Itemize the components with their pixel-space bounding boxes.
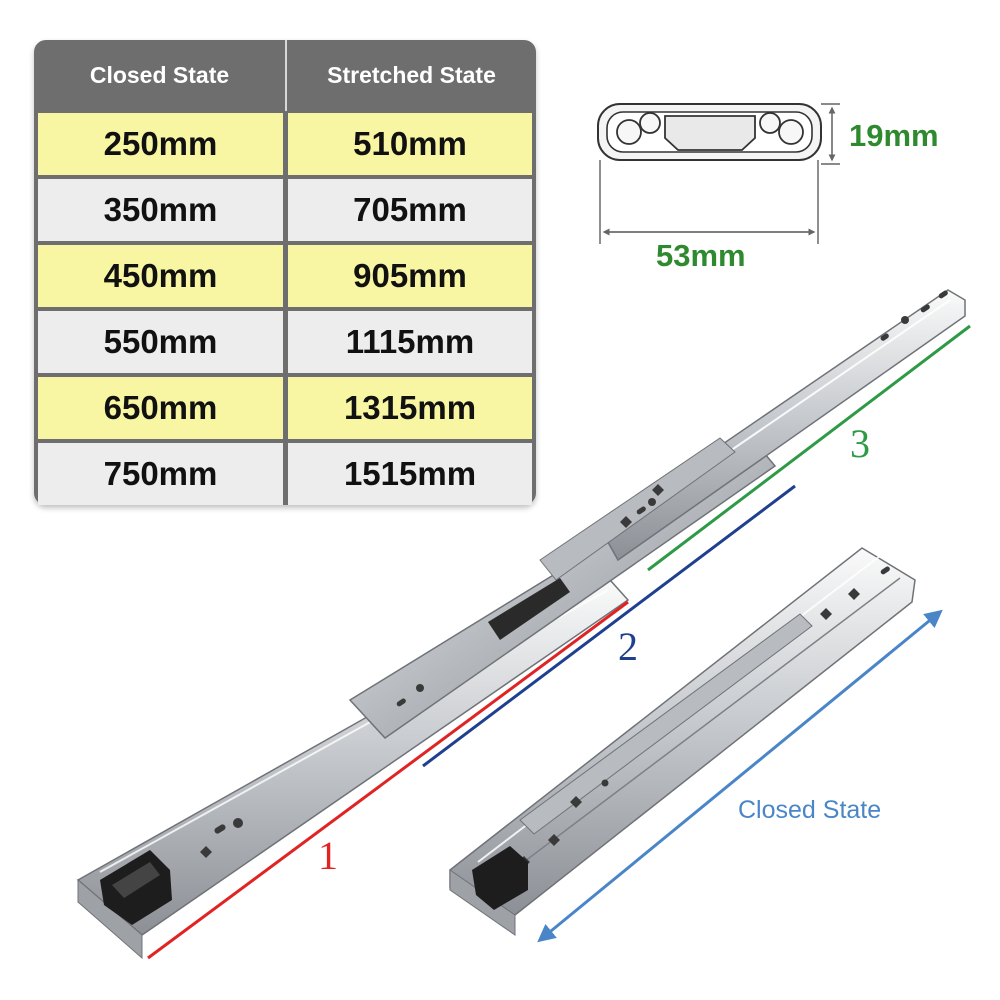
table-cell-closed: 750mm — [38, 443, 283, 505]
stage-3-line — [647, 324, 971, 572]
profile-height-label: 19mm — [849, 118, 939, 153]
profile-width-label: 53mm — [656, 238, 746, 273]
table-cell-stretched: 1515mm — [288, 443, 532, 505]
rail-profile-diagram — [597, 103, 840, 244]
table-cell-stretched: 905mm — [288, 245, 532, 307]
size-table-grid: Closed State Stretched State 250mm 510mm… — [34, 40, 536, 505]
stage-1-label: 1 — [318, 833, 338, 878]
table-cell-stretched: 1315mm — [288, 377, 532, 439]
stage-3-label: 3 — [850, 421, 870, 466]
table-cell-closed: 550mm — [38, 311, 283, 373]
table-cell-stretched: 510mm — [288, 113, 532, 175]
header-divider — [285, 40, 287, 111]
table-cell-closed: 250mm — [38, 113, 283, 175]
table-cell-closed: 350mm — [38, 179, 283, 241]
table-cell-closed: 650mm — [38, 377, 283, 439]
double-arrow-icon — [537, 609, 943, 943]
drawer-slide-extended — [76, 289, 966, 960]
header-stretched-state: Stretched State — [327, 62, 496, 88]
table-cell-stretched: 705mm — [288, 179, 532, 241]
stage-2-label: 2 — [618, 624, 638, 669]
table-cell-stretched: 1115mm — [288, 311, 532, 373]
table-cell-closed: 450mm — [38, 245, 283, 307]
header-closed-state: Closed State — [89, 62, 230, 88]
closed-state-label: Closed State — [738, 796, 882, 824]
size-table: Closed State Stretched State 250mm 510mm… — [34, 40, 536, 505]
stage-1-line — [147, 600, 629, 960]
